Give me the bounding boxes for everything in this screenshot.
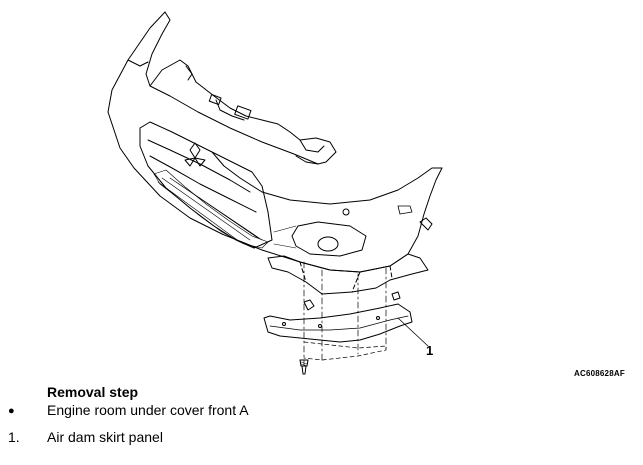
clip-upper bbox=[303, 299, 315, 311]
air-dam-skirt-panel bbox=[263, 303, 413, 343]
upper-bracket bbox=[149, 59, 337, 165]
upper-grille bbox=[139, 121, 273, 249]
callout-label-1: 1 bbox=[426, 343, 434, 358]
removal-step-text: Air dam skirt panel bbox=[47, 429, 163, 445]
front-bumper-outline bbox=[107, 11, 443, 273]
screw bbox=[299, 359, 309, 375]
fog-lamp-bezel bbox=[291, 221, 367, 257]
under-cover-front bbox=[267, 253, 429, 295]
bumper-illustration bbox=[107, 11, 443, 375]
clip bbox=[419, 217, 433, 231]
figure-code: AC608628AF bbox=[574, 369, 625, 378]
lower-grille-mesh bbox=[153, 169, 269, 249]
exploded-view-diagram: 1 AC608628AF bbox=[107, 11, 625, 378]
callout-leader bbox=[397, 317, 429, 347]
bullet-marker: ● bbox=[8, 405, 15, 417]
fog-lamp bbox=[317, 236, 339, 252]
removal-step-title: Removal step bbox=[47, 384, 139, 400]
step-number: 1. bbox=[8, 429, 20, 445]
bumper-top-edge bbox=[145, 11, 319, 165]
emblem bbox=[184, 142, 206, 167]
panel-guide-box bbox=[303, 341, 387, 361]
removal-step-text: Engine room under cover front A bbox=[47, 402, 249, 418]
